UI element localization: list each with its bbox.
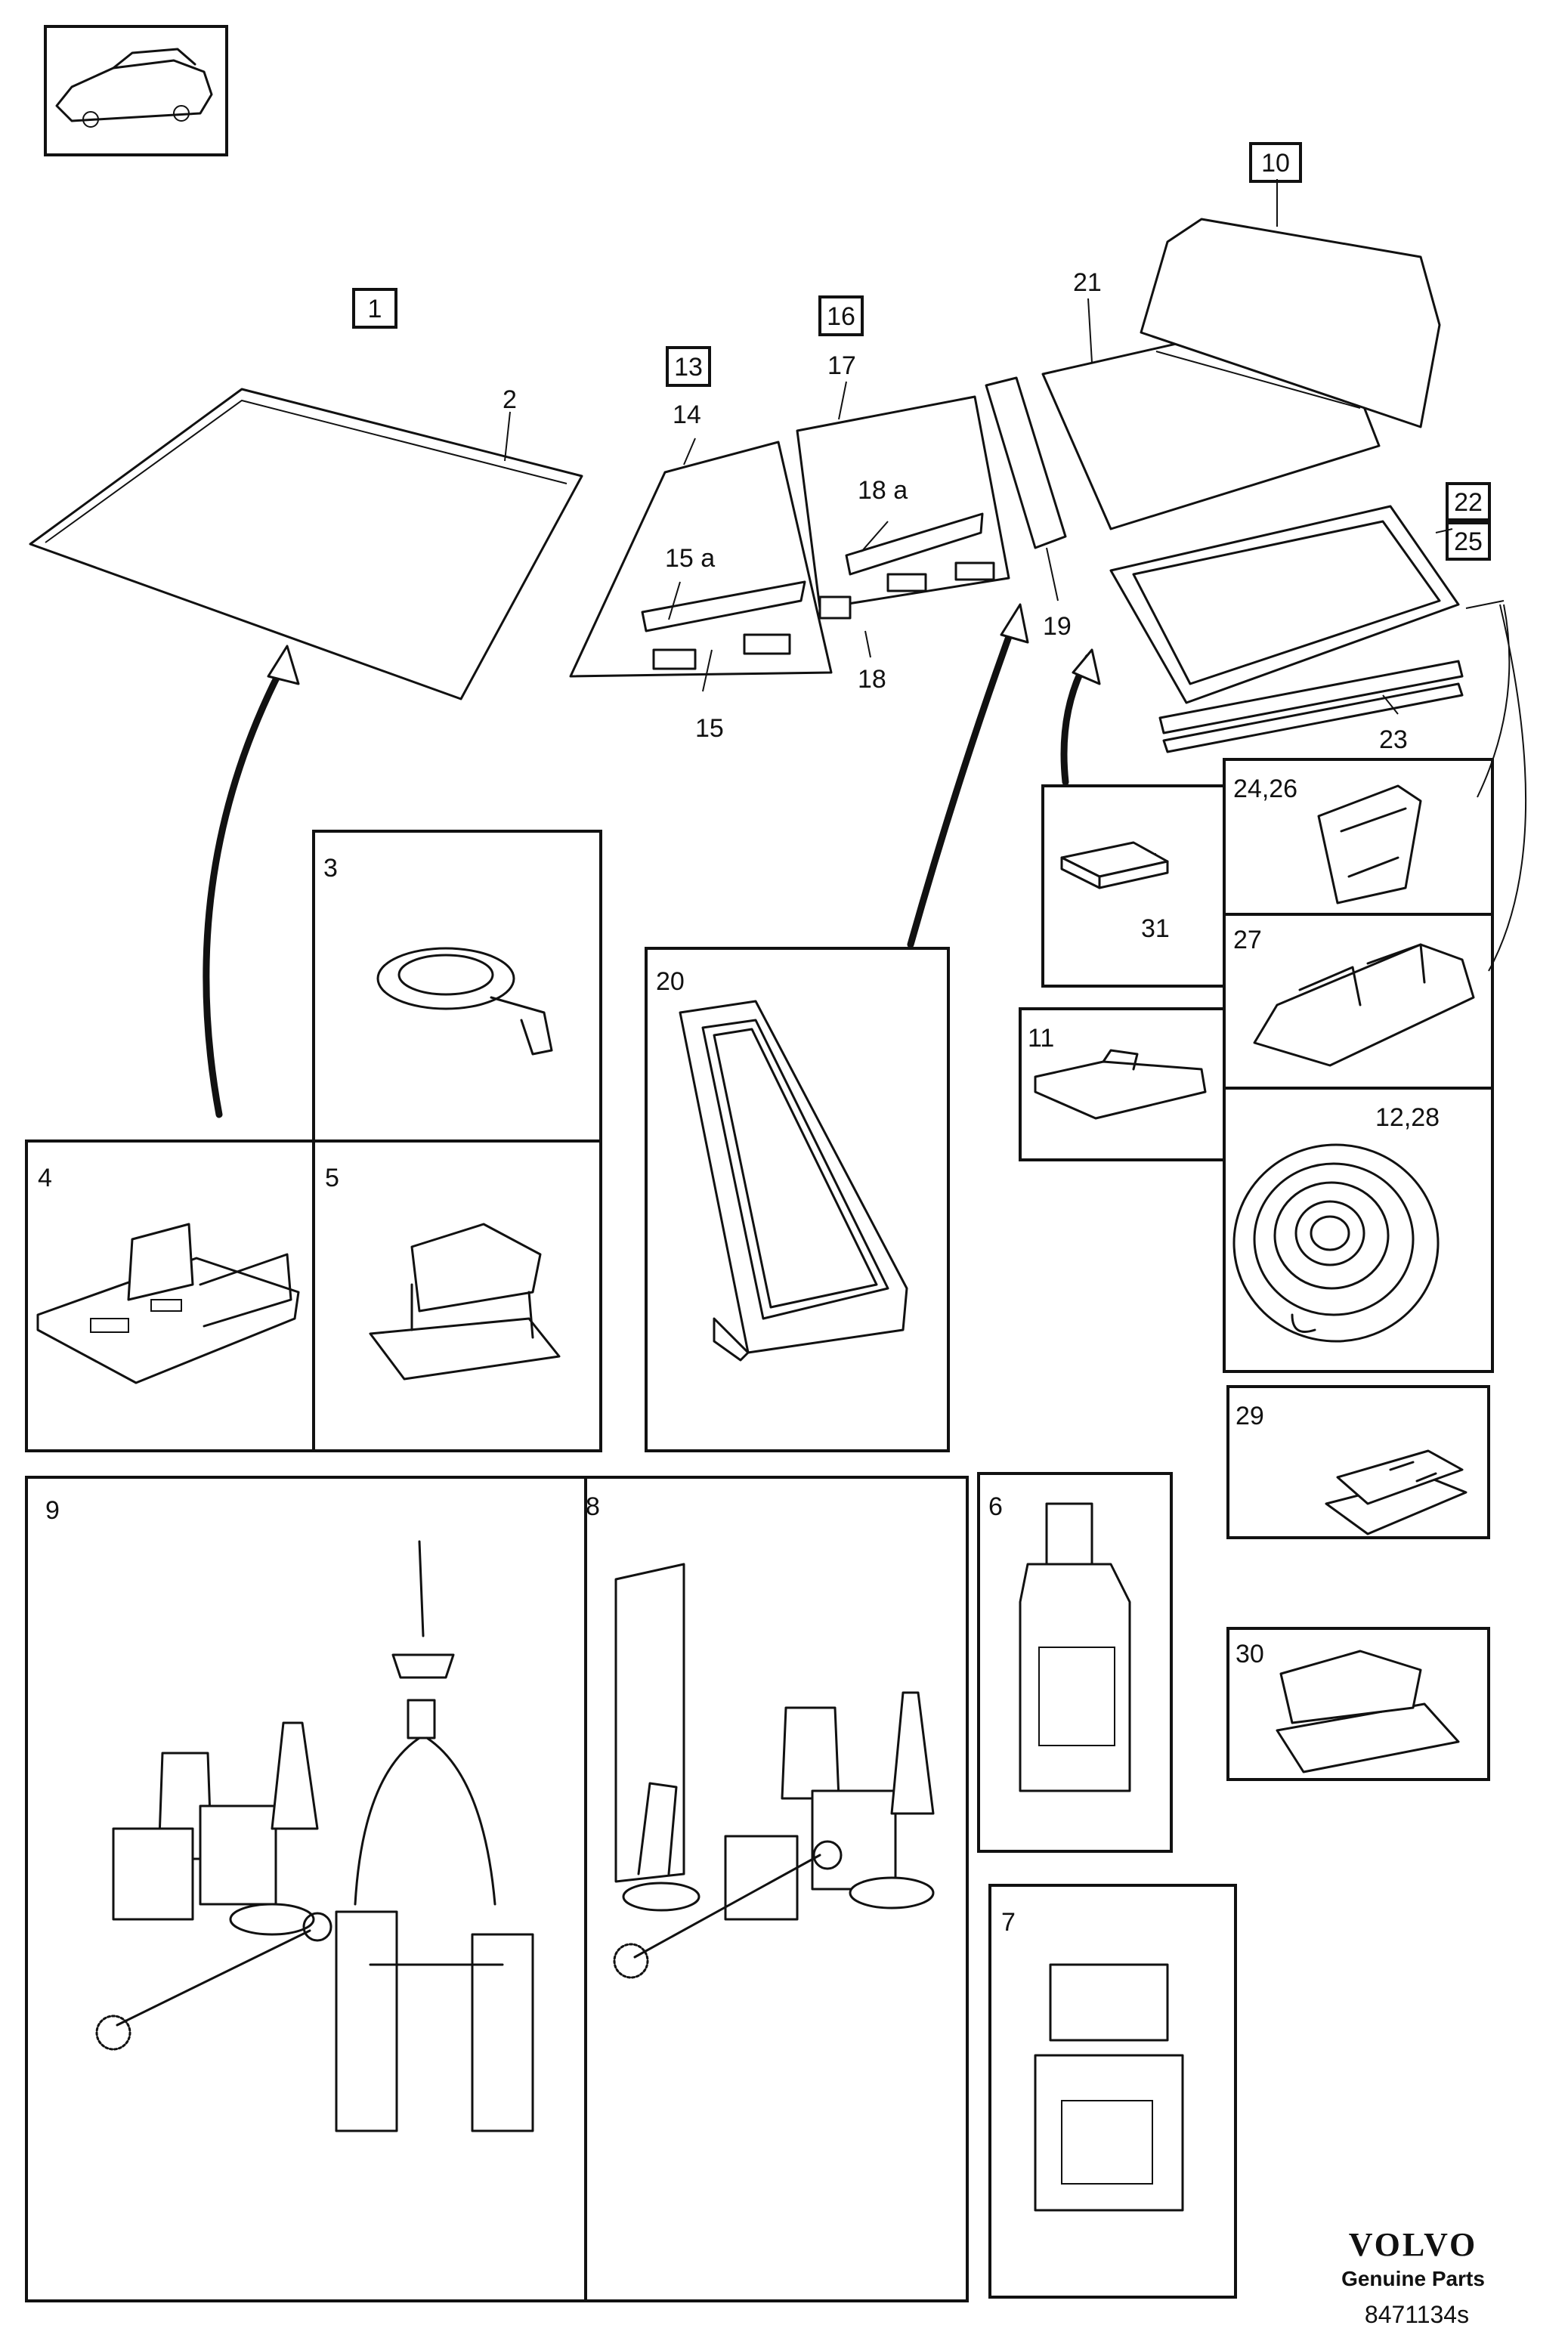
callout-6: 6 [988, 1492, 1003, 1521]
callout-5: 5 [325, 1164, 339, 1192]
callout-31: 31 [1141, 914, 1170, 943]
panel-12-28 [1223, 1087, 1494, 1373]
quarter-vent-glass [985, 376, 1067, 549]
callout-23: 23 [1379, 725, 1408, 754]
panel-29 [1226, 1385, 1490, 1539]
callout-8: 8 [586, 1492, 600, 1521]
panel-6 [977, 1472, 1173, 1853]
leader-lines [504, 179, 1453, 858]
callout-22: 22 [1454, 488, 1483, 517]
boxed-callouts: 1 13 16 10 22 25 [352, 142, 1491, 561]
panel-4 [25, 1139, 315, 1452]
callout-4: 4 [38, 1164, 52, 1192]
windshield-glass [29, 388, 583, 700]
callout-24-26: 24,26 [1233, 775, 1297, 803]
callout-9: 9 [45, 1496, 60, 1525]
callout-19: 19 [1043, 612, 1072, 641]
panel-3 [312, 830, 602, 1143]
panel-5 [312, 1139, 602, 1452]
callout-12-28: 12,28 [1375, 1103, 1440, 1132]
arrows [203, 600, 1527, 1118]
callout-20: 20 [656, 967, 685, 996]
panel-7 [988, 1884, 1237, 2299]
callout-18: 18 [858, 665, 886, 694]
diagram-code: 8471134s [1364, 2301, 1470, 2328]
callout-10: 10 [1261, 149, 1290, 178]
panel-27 [1223, 913, 1494, 1090]
callout-15a: 15 a [665, 544, 715, 573]
callout-15: 15 [695, 714, 724, 743]
panel-31 [1041, 784, 1226, 988]
callout-17: 17 [827, 351, 856, 380]
rear-window-glass-upper [1140, 218, 1441, 428]
callout-18a: 18 a [858, 476, 908, 505]
callout-25: 25 [1454, 527, 1483, 556]
callout-11: 11 [1028, 1024, 1054, 1053]
callout-3: 3 [323, 854, 338, 883]
callout-29: 29 [1236, 1402, 1264, 1430]
brand-name: VOLVO [1348, 2226, 1478, 2263]
brand-subtitle: Genuine Parts [1341, 2267, 1485, 2290]
callout-2: 2 [503, 385, 517, 414]
callout-30: 30 [1236, 1640, 1264, 1668]
panel-24-26 [1223, 758, 1494, 916]
rear-window-frame [1109, 505, 1464, 753]
callout-13: 13 [674, 353, 703, 382]
callout-27: 27 [1233, 926, 1262, 954]
panel-9 [25, 1476, 587, 2302]
callout-14: 14 [673, 400, 701, 429]
car-thumbnail [44, 25, 228, 156]
callout-21: 21 [1073, 268, 1102, 297]
rear-door-glass [796, 395, 1010, 620]
front-door-glass [569, 441, 833, 678]
panel-30 [1226, 1627, 1490, 1781]
panel-20 [645, 947, 950, 1452]
arrow-head [267, 645, 300, 685]
panel-8 [584, 1476, 969, 2302]
callout-1: 1 [368, 295, 382, 323]
callout-7: 7 [1001, 1908, 1016, 1937]
callout-16: 16 [827, 302, 855, 331]
plain-callouts: 2 14 15 a 15 17 18 a 18 19 21 23 3 4 5 2… [38, 268, 1440, 1937]
